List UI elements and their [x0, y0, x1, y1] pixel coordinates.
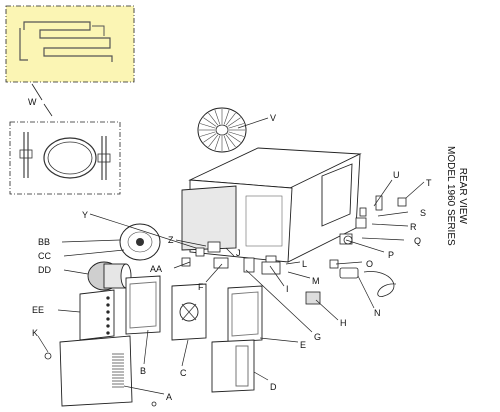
callout-a: A [166, 392, 172, 402]
callout-c: C [180, 368, 187, 378]
fan-spoke [228, 131, 244, 137]
callout-d: D [270, 382, 277, 392]
callout-k: K [32, 328, 38, 338]
fan-spoke [200, 123, 216, 129]
blower-wheel-part [119, 223, 161, 261]
fan-spoke [214, 109, 221, 125]
fan-spoke [228, 123, 244, 129]
fan-spoke [200, 131, 216, 137]
callout-n: N [374, 308, 381, 318]
callout-e: E [300, 340, 306, 350]
callout-f: F [198, 282, 204, 292]
panel-c [171, 283, 207, 341]
callout-labels: W V U T S R Q P O L M N H I G E D F J Z … [28, 97, 432, 402]
element-coil-detail [9, 121, 121, 195]
callout-v: V [270, 113, 276, 123]
panel-ee [79, 289, 115, 341]
leader-lines [37, 117, 425, 395]
callout-bb: BB [38, 237, 50, 247]
fan-spoke [208, 134, 219, 148]
callout-aa: AA [150, 264, 162, 274]
fan-spoke [223, 109, 230, 125]
callout-m: M [312, 276, 320, 286]
fan-wheel-part [197, 107, 247, 153]
panel-a [59, 335, 133, 407]
fan-spoke [214, 135, 221, 151]
callout-dd: DD [38, 265, 51, 275]
fan-spoke [203, 117, 217, 127]
callout-j: J [236, 248, 241, 258]
callout-h: H [340, 318, 347, 328]
fan-spoke [227, 117, 241, 127]
motor-part [87, 261, 132, 291]
callout-r: R [410, 222, 417, 232]
panel-hole [106, 296, 110, 300]
panel-b [125, 275, 161, 335]
fan-spoke [208, 112, 219, 126]
caption-line-1: REAR VIEW [457, 167, 468, 224]
callout-w-arrows [31, 83, 53, 117]
fan-spoke [225, 112, 236, 126]
small-components [44, 195, 407, 407]
panel-hole [106, 310, 110, 314]
callout-ee: EE [32, 305, 44, 315]
callout-y: Y [82, 210, 88, 220]
callout-o: O [366, 259, 373, 269]
callout-q: Q [414, 236, 421, 246]
panel-d [211, 339, 255, 393]
panel-hole [106, 331, 110, 335]
panel-hole [106, 324, 110, 328]
callout-i: I [286, 284, 289, 294]
panel-hole [106, 317, 110, 321]
panel-hole [106, 303, 110, 307]
callout-p: P [388, 250, 394, 260]
fan-spoke [203, 133, 217, 143]
callout-t: T [426, 178, 432, 188]
callout-l: L [302, 259, 307, 269]
fan-spoke [225, 134, 236, 148]
fan-spoke [223, 135, 230, 151]
callout-w: W [28, 97, 37, 107]
callout-g: G [314, 332, 321, 342]
callout-s: S [420, 208, 426, 218]
callout-cc: CC [38, 251, 51, 261]
callout-z: Z [168, 235, 174, 245]
fan-spoke [227, 133, 241, 143]
heating-element-detail [5, 5, 135, 83]
panel-e [227, 285, 263, 343]
callout-u: U [393, 170, 400, 180]
callout-b: B [140, 366, 146, 376]
caption-line-2: MODEL 1960 SERIES [445, 146, 456, 246]
